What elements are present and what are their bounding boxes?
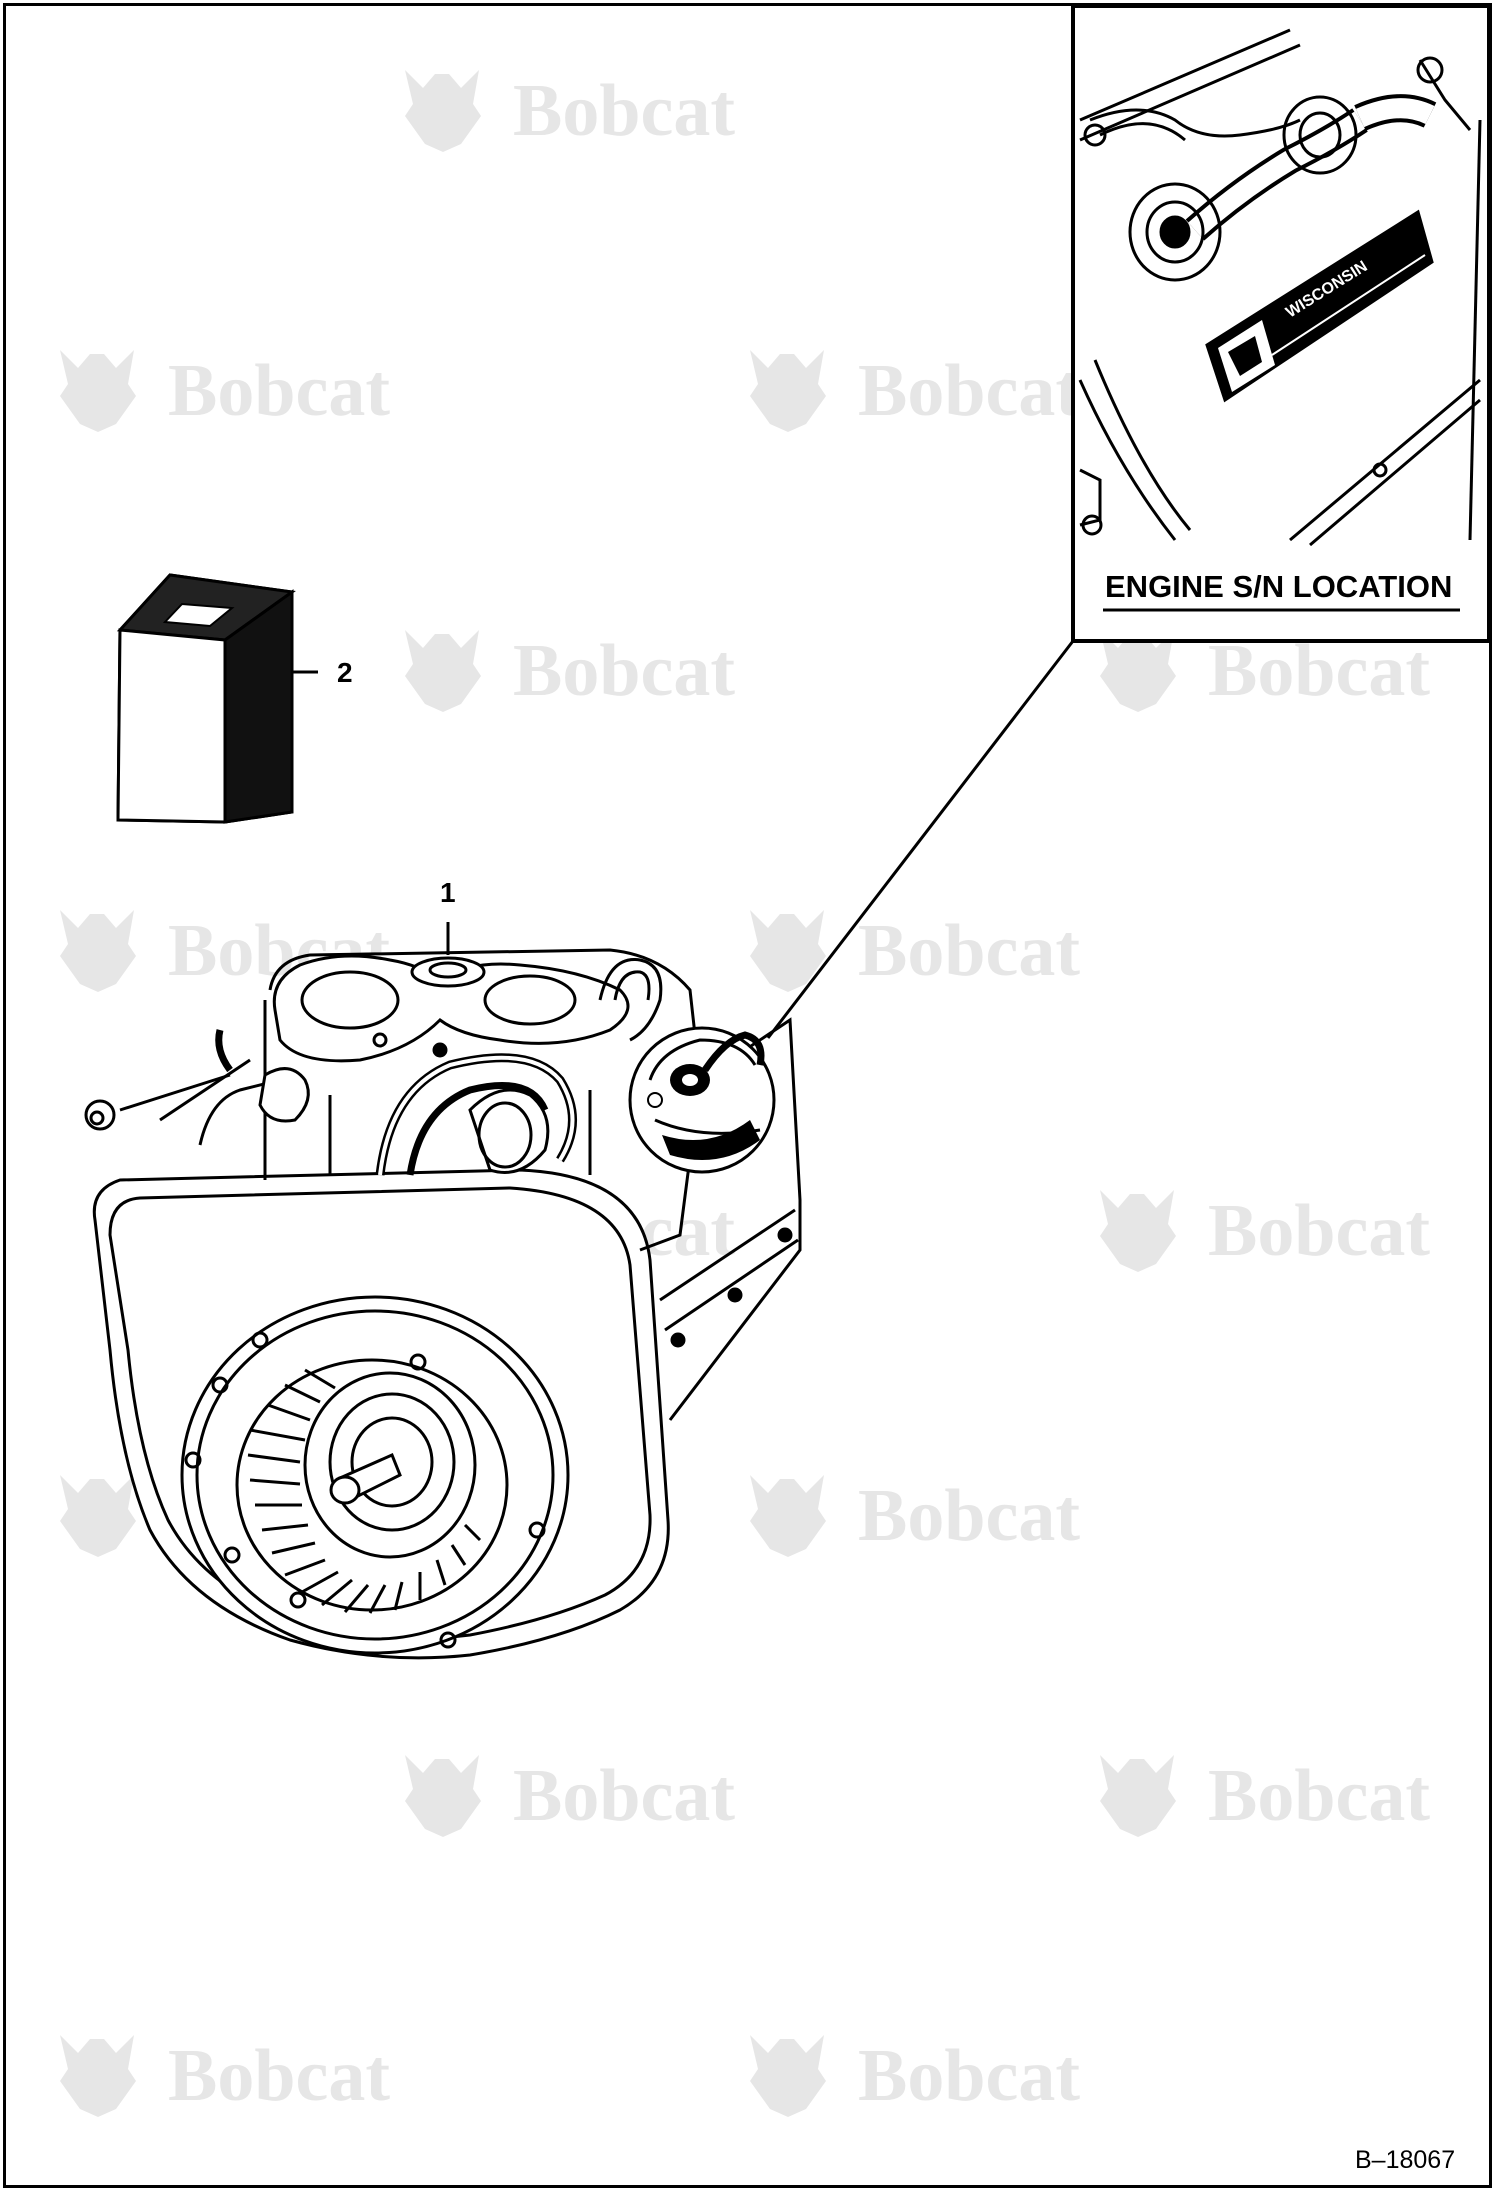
bobcat-head-icon — [405, 70, 481, 152]
bobcat-head-icon — [750, 2035, 826, 2117]
bobcat-head-icon — [60, 350, 136, 432]
watermark: Bobcat — [60, 350, 390, 432]
watermark-text: Bobcat — [858, 350, 1080, 432]
bobcat-head-icon — [60, 2035, 136, 2117]
bobcat-head-icon — [405, 1755, 481, 1837]
watermark: Bobcat — [1100, 630, 1430, 712]
watermark: Bobcat — [750, 2035, 1080, 2117]
inset-title: ENGINE S/N LOCATION — [1105, 569, 1452, 604]
watermark-text: Bobcat — [168, 2035, 390, 2117]
watermark-text: Bobcat — [858, 2035, 1080, 2117]
watermark: Bobcat — [750, 1475, 1080, 1557]
watermark: Bobcat — [1100, 1190, 1430, 1272]
bobcat-head-icon — [750, 1475, 826, 1557]
watermark-text: Bobcat — [168, 350, 390, 432]
watermark-text: Bobcat — [858, 910, 1080, 992]
watermark: Bobcat — [60, 910, 390, 992]
callout-1: 1 — [440, 877, 456, 908]
callout-2: 2 — [337, 657, 353, 688]
watermark-text: Bobcat — [1208, 1755, 1430, 1837]
watermark: Bobcat — [405, 70, 735, 152]
inset-engine-detail — [1078, 28, 1482, 547]
engine-sn-inset: WISCONSIN ENGINE S/N LOCATION — [1071, 4, 1491, 643]
inset-leader-line — [766, 640, 1075, 1039]
watermark-text: Bobcat — [1208, 1190, 1430, 1272]
bobcat-head-icon — [1100, 630, 1176, 712]
bobcat-head-icon — [1100, 1190, 1176, 1272]
watermark: Bobcat — [405, 1755, 735, 1837]
watermark-text: Bobcat — [858, 1475, 1080, 1557]
bobcat-head-icon — [1100, 1755, 1176, 1837]
bobcat-head-icon — [60, 1475, 136, 1557]
figure-frame — [3, 3, 1492, 2188]
watermark: Bobcat — [1100, 1755, 1430, 1837]
bobcat-head-icon — [750, 350, 826, 432]
bobcat-head-icon — [405, 630, 481, 712]
watermark: Bobcat — [750, 910, 1080, 992]
watermark: Bobcat — [60, 2035, 390, 2117]
watermark-text: Bobcat — [513, 1755, 735, 1837]
item-2-battery-box — [116, 573, 318, 824]
watermark-text: Bobcat — [513, 630, 735, 712]
watermark: Bobcat — [750, 350, 1080, 432]
figure-number: B–18067 — [1355, 2146, 1455, 2174]
item-1-engine — [84, 948, 802, 1660]
bobcat-head-icon — [60, 910, 136, 992]
watermark: Bobcat — [405, 630, 735, 712]
detail-circle — [628, 1026, 776, 1174]
bobcat-head-icon — [750, 910, 826, 992]
watermark-text: Bobcat — [1208, 630, 1430, 712]
watermark-text: Bobcat — [513, 70, 735, 152]
